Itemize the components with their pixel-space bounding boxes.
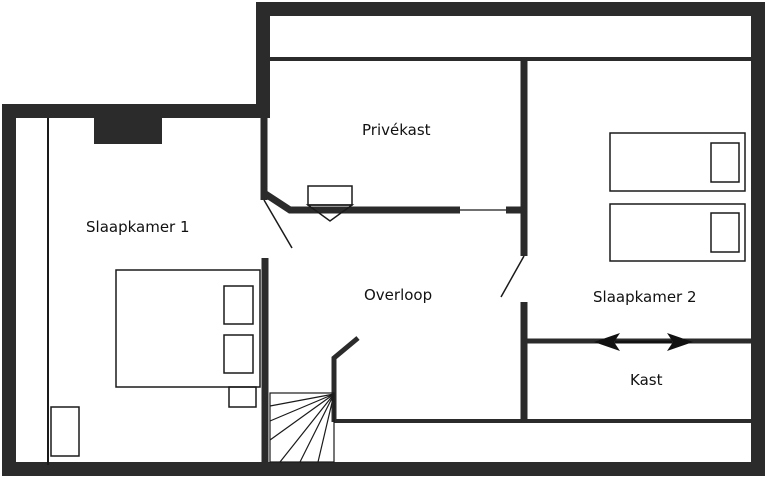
wall-top-right — [256, 2, 765, 16]
wall-left — [2, 104, 16, 476]
arrow-head-left — [594, 333, 620, 351]
wall-bottom — [2, 462, 765, 476]
wall-step — [256, 2, 270, 118]
bed-pillow-1 — [223, 285, 254, 325]
stair-step — [317, 393, 335, 463]
wall-top-left — [2, 104, 268, 118]
label-privekast: Privékast — [362, 121, 431, 139]
wall-right — [751, 2, 765, 476]
stair-step — [299, 393, 335, 463]
stair-step — [269, 393, 335, 407]
wall-privekast-bottom — [262, 190, 460, 214]
stair-step — [269, 393, 335, 441]
stair-step — [279, 393, 335, 463]
washbasin-bowl — [305, 204, 355, 222]
single-bed-1 — [609, 132, 746, 192]
sliding-door-arrow — [594, 333, 693, 351]
single-bed-2 — [609, 203, 746, 262]
cabinet — [50, 406, 80, 457]
arrow-head-right — [667, 333, 693, 351]
single-bed-1-pillow — [710, 142, 740, 183]
door-slaapkamer2 — [500, 255, 525, 298]
single-bed-2-pillow — [710, 212, 740, 253]
door-slaapkamer1 — [263, 199, 293, 249]
label-kast: Kast — [630, 371, 663, 389]
nightstand — [228, 386, 257, 408]
stair-step — [269, 393, 335, 422]
label-slaapkamer-2: Slaapkamer 2 — [593, 288, 697, 306]
fixtures — [47, 118, 746, 465]
staircase — [269, 392, 335, 463]
bed-pillow-2 — [223, 334, 254, 374]
label-slaapkamer-1: Slaapkamer 1 — [86, 218, 190, 236]
double-bed — [115, 269, 261, 388]
label-overloop: Overloop — [364, 286, 432, 304]
stair-outline — [269, 392, 335, 463]
chimney — [94, 118, 162, 144]
